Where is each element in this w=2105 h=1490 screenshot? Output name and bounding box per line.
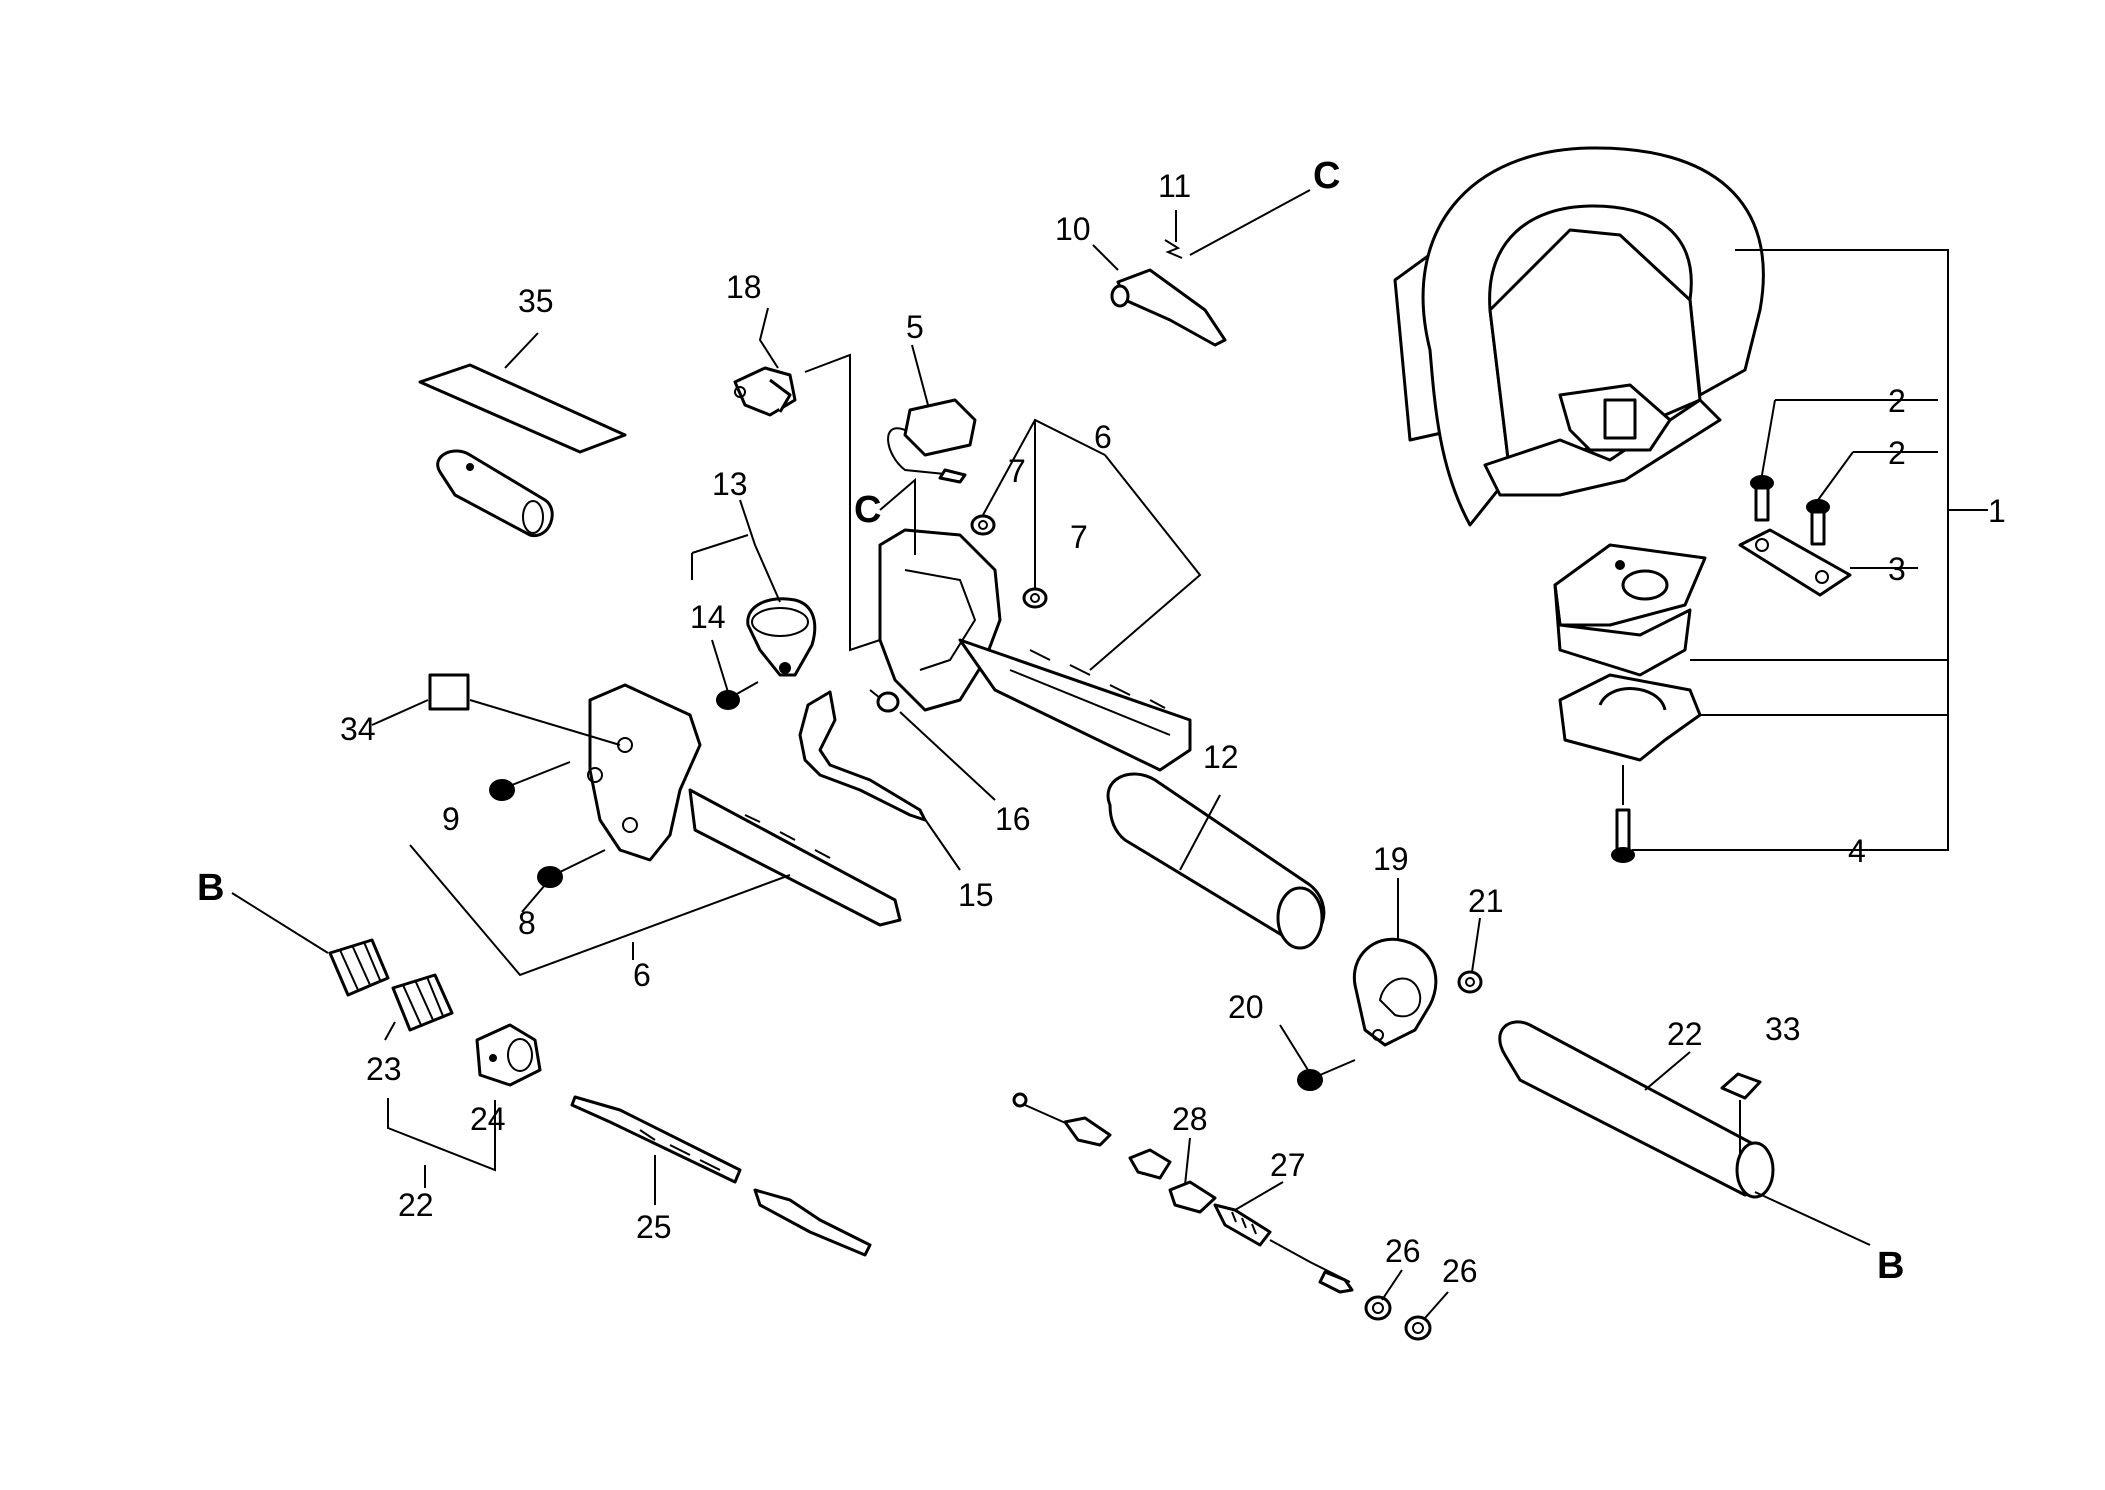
part-coupler-23b	[391, 973, 454, 1032]
part-nut-7b	[1022, 587, 1048, 609]
part-nut-26b	[1404, 1315, 1432, 1341]
label-26-upper: 26	[1385, 1233, 1421, 1269]
label-6-upper: 6	[1094, 419, 1112, 455]
part-clamp-lower	[1558, 673, 1702, 762]
label-6-lower: 6	[633, 957, 651, 993]
label-7-lower: 7	[1070, 519, 1088, 555]
label-22-right: 22	[1667, 1016, 1703, 1052]
part-foam-grip	[1106, 772, 1326, 950]
part-screw-14	[716, 681, 759, 710]
part-switch-clip	[733, 366, 797, 417]
part-decal-35	[418, 363, 627, 454]
part-pin	[869, 689, 900, 713]
label-4: 4	[1848, 833, 1866, 869]
label-21: 21	[1468, 883, 1504, 919]
part-coupler-23a	[328, 938, 390, 997]
label-16: 16	[995, 801, 1031, 837]
callout-labels: 1 2 2 3 4 5 6 6 7 7 8 9 10 11 12 13 14 1…	[197, 155, 2006, 1289]
label-35: 35	[518, 283, 554, 319]
ref-b-right: B	[1877, 1245, 1904, 1287]
label-11: 11	[1158, 168, 1191, 204]
part-nut-21	[1457, 970, 1483, 994]
label-24: 24	[470, 1101, 506, 1137]
part-bolt-4	[1611, 808, 1635, 863]
label-9: 9	[442, 801, 460, 837]
label-25: 25	[636, 1209, 672, 1245]
label-33: 33	[1765, 1011, 1801, 1047]
label-2-upper: 2	[1888, 383, 1906, 419]
part-handle-half-upper	[878, 528, 1192, 772]
label-13: 13	[712, 466, 748, 502]
part-clamp-ring	[746, 597, 817, 677]
label-5: 5	[906, 309, 924, 345]
label-34: 34	[340, 711, 376, 747]
ref-c-top: C	[1313, 155, 1340, 197]
part-handle-clamp	[1352, 937, 1438, 1047]
part-housing-24	[475, 1023, 542, 1087]
part-screw-2b	[1806, 499, 1830, 546]
part-clamp-upper	[1553, 543, 1707, 677]
label-10: 10	[1055, 211, 1091, 247]
label-28: 28	[1172, 1101, 1208, 1137]
part-plate	[1738, 528, 1852, 597]
part-throttle-cable	[1012, 1092, 1354, 1294]
part-cover	[1110, 268, 1227, 347]
label-23: 23	[366, 1051, 402, 1087]
ref-c-mid: C	[854, 489, 881, 531]
part-screw-8	[537, 849, 606, 888]
part-screw-9	[489, 761, 571, 801]
part-handle-half-lower	[587, 683, 902, 927]
label-8: 8	[518, 905, 536, 941]
ref-b-left: B	[197, 867, 224, 909]
part-label-34	[428, 673, 470, 711]
label-7-upper: 7	[1008, 453, 1026, 489]
part-nut-7a	[970, 514, 996, 536]
part-grip-sleeve	[436, 449, 554, 537]
part-screw-2a	[1750, 475, 1774, 522]
label-3: 3	[1888, 551, 1906, 587]
part-handle-loop	[1393, 146, 1765, 527]
label-18: 18	[726, 269, 762, 305]
label-27: 27	[1270, 1147, 1306, 1183]
part-drive-shaft	[570, 1095, 872, 1257]
label-1: 1	[1988, 493, 2006, 529]
label-20: 20	[1228, 989, 1264, 1025]
part-main-tube	[1498, 1020, 1775, 1199]
leader-lines	[231, 189, 1988, 1319]
label-12: 12	[1203, 739, 1239, 775]
part-bolt-20	[1297, 1059, 1356, 1091]
label-15: 15	[958, 877, 994, 913]
part-nut-26a	[1364, 1295, 1392, 1321]
label-2-lower: 2	[1888, 435, 1906, 471]
label-22-left: 22	[398, 1187, 434, 1223]
part-throttle-trigger	[798, 690, 927, 822]
label-19: 19	[1373, 841, 1409, 877]
part-spring	[1164, 239, 1183, 259]
label-14: 14	[690, 599, 726, 635]
part-label-33	[1720, 1072, 1762, 1100]
label-26-lower: 26	[1442, 1253, 1478, 1289]
part-switch	[887, 398, 977, 484]
